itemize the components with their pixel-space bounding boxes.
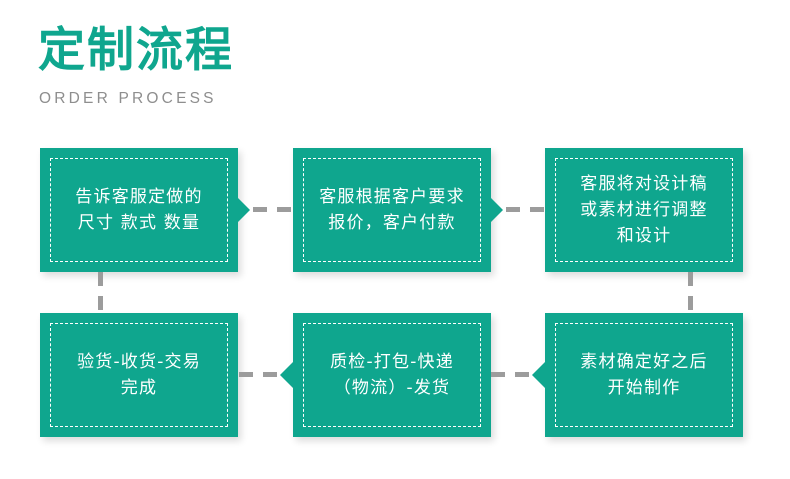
process-step-6[interactable]: 验货-收货-交易 完成 [40,313,238,437]
step-6-dashed-frame: 验货-收货-交易 完成 [50,323,228,427]
connector-step3-to-step4 [688,272,693,313]
arrow-right-icon-step2-to-step3 [490,197,503,223]
arrow-left-icon-step5-to-step6 [280,362,293,388]
arrow-left-icon-step4-to-step5 [532,362,545,388]
heading-block: 定制流程 ORDER PROCESS [38,22,458,122]
connector-step6-to-step1 [98,272,103,313]
step-2-dashed-frame: 客服根据客户要求 报价，客户付款 [303,158,481,262]
step-3-label: 客服将对设计稿 或素材进行调整 和设计 [580,174,708,246]
connector-step5-to-step6 [239,372,280,377]
connector-step4-to-step5 [491,372,532,377]
step-1-dashed-frame: 告诉客服定做的 尺寸 款式 数量 [50,158,228,262]
page-title: 定制流程 [38,23,234,78]
step-2-label: 客服根据客户要求 报价，客户付款 [319,187,465,233]
step-4-dashed-frame: 素材确定好之后 开始制作 [555,323,733,427]
step-1-label: 告诉客服定做的 尺寸 款式 数量 [75,187,203,233]
process-step-2[interactable]: 客服根据客户要求 报价，客户付款 [293,148,491,272]
process-step-5[interactable]: 质检-打包-快递 （物流）-发货 [293,313,491,437]
step-4-label: 素材确定好之后 开始制作 [580,352,708,398]
process-step-1[interactable]: 告诉客服定做的 尺寸 款式 数量 [40,148,238,272]
arrow-right-icon-step1-to-step2 [237,197,250,223]
process-step-4[interactable]: 素材确定好之后 开始制作 [545,313,743,437]
step-5-label: 质检-打包-快递 （物流）-发货 [330,352,454,398]
step-6-label: 验货-收货-交易 完成 [77,352,201,398]
step-3-dashed-frame: 客服将对设计稿 或素材进行调整 和设计 [555,158,733,262]
connector-step1-to-step2 [253,207,293,212]
page-subtitle: ORDER PROCESS [39,90,217,107]
process-step-3[interactable]: 客服将对设计稿 或素材进行调整 和设计 [545,148,743,272]
step-5-dashed-frame: 质检-打包-快递 （物流）-发货 [303,323,481,427]
connector-step2-to-step3 [506,207,545,212]
